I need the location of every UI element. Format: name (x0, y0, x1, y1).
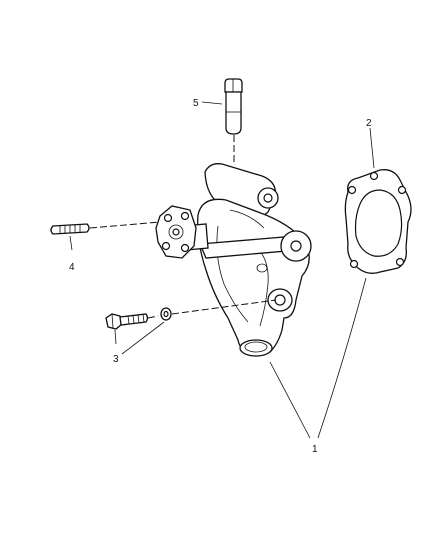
callout-3: 3 (113, 354, 119, 365)
callout-5: 5 (193, 98, 199, 109)
stud-4 (50, 221, 161, 235)
callout-2: 2 (366, 118, 372, 129)
callout-1: 1 (312, 444, 318, 455)
bolt-alignment-line (171, 299, 277, 315)
leader-lines (69, 101, 375, 439)
washer-3 (160, 307, 172, 321)
water-pump-housing (155, 163, 312, 357)
bolt-5 (224, 78, 243, 165)
gasket-2 (344, 169, 412, 274)
bolt-3 (105, 313, 159, 330)
callout-4: 4 (69, 262, 75, 273)
